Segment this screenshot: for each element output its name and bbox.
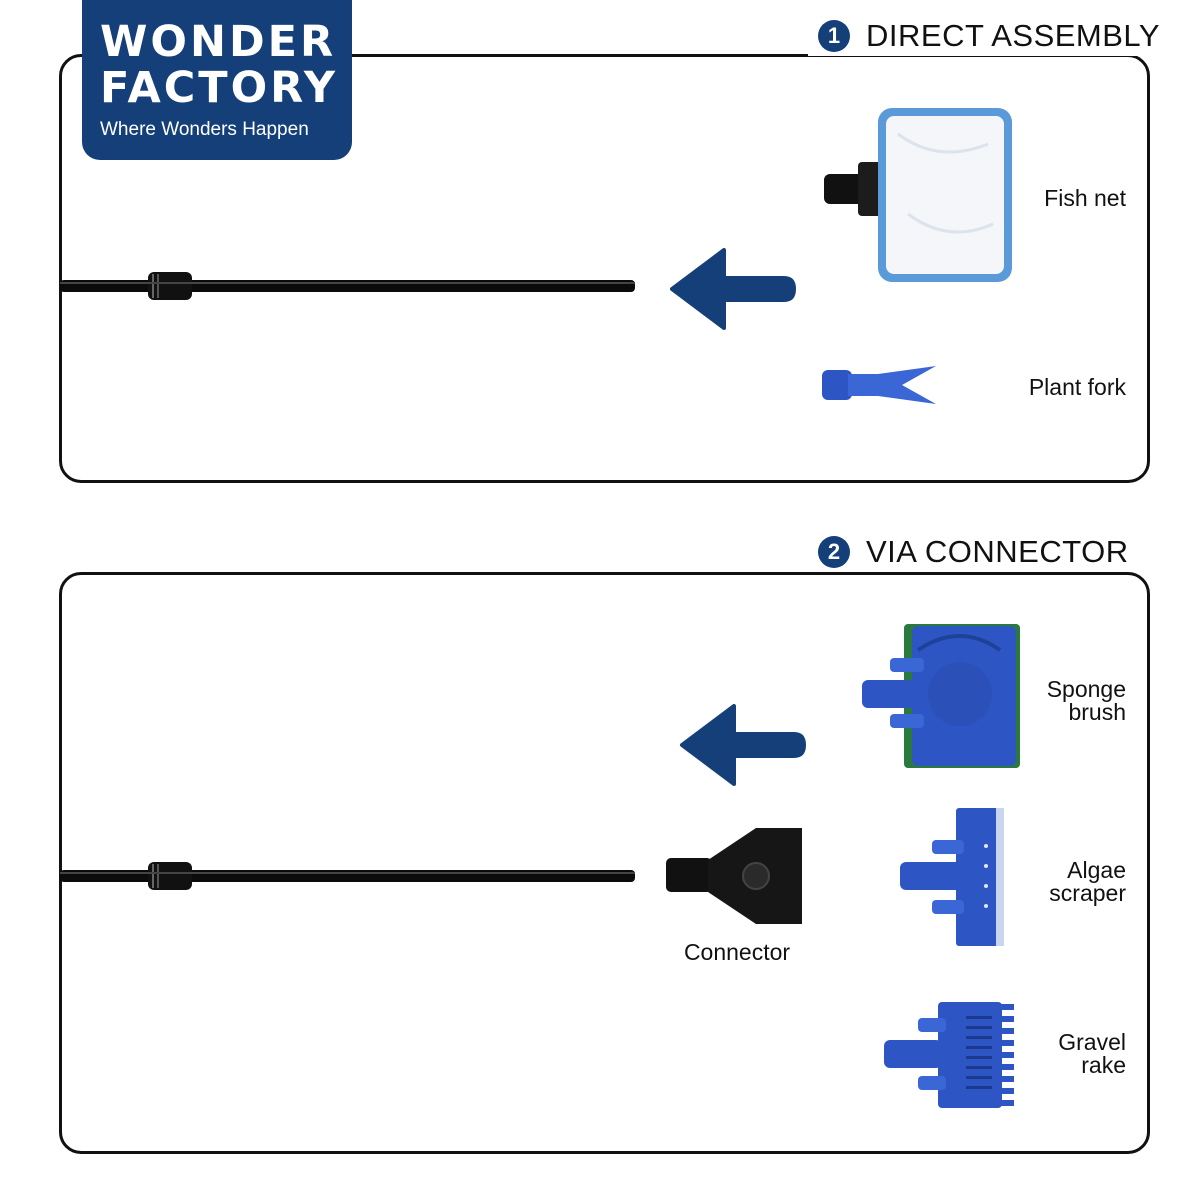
algae-scraper-label-line1: Algae <box>1067 857 1126 883</box>
pole-icon <box>60 272 635 300</box>
algae-scraper-icon <box>900 808 1004 946</box>
brand-line1: WONDER <box>100 17 337 67</box>
connector-label: Connector <box>683 939 791 965</box>
brand-logo: WONDER FACTORY Where Wonders Happen <box>82 0 352 160</box>
brand-tagline: Where Wonders Happen <box>100 119 309 140</box>
brand-line2: FACTORY <box>100 63 339 113</box>
algae-scraper-label-line2: scraper <box>1049 880 1126 906</box>
arrow-left-icon <box>680 704 806 786</box>
pole-icon <box>60 862 635 890</box>
plant-fork-label: Plant fork <box>1028 374 1126 400</box>
sponge-brush-label: Sponge brush <box>1000 678 1126 724</box>
step-number-badge: 1 <box>818 20 850 52</box>
plant-fork-icon <box>822 366 936 404</box>
algae-scraper-label: Algae scraper <box>1000 859 1126 905</box>
section-title: VIA CONNECTOR <box>866 534 1129 569</box>
fish-net-icon <box>824 108 1012 282</box>
section-heading-via-connector: 2 VIA CONNECTOR <box>808 532 1139 572</box>
section-title: DIRECT ASSEMBLY <box>866 18 1161 53</box>
sponge-brush-icon <box>862 624 1020 768</box>
gravel-rake-label-line2: rake <box>1081 1052 1126 1078</box>
section-heading-direct-assembly: 1 DIRECT ASSEMBLY <box>808 16 1171 56</box>
gravel-rake-label: Gravel rake <box>1000 1031 1126 1077</box>
step-number-badge: 2 <box>818 536 850 568</box>
sponge-brush-label-line1: Sponge <box>1046 676 1126 702</box>
sponge-brush-label-line2: brush <box>1068 699 1126 725</box>
gravel-rake-icon <box>884 1002 1014 1108</box>
arrow-left-icon <box>670 248 796 330</box>
connector-icon <box>666 828 802 924</box>
gravel-rake-label-line1: Gravel <box>1058 1029 1126 1055</box>
fish-net-label: Fish net <box>1044 185 1126 211</box>
